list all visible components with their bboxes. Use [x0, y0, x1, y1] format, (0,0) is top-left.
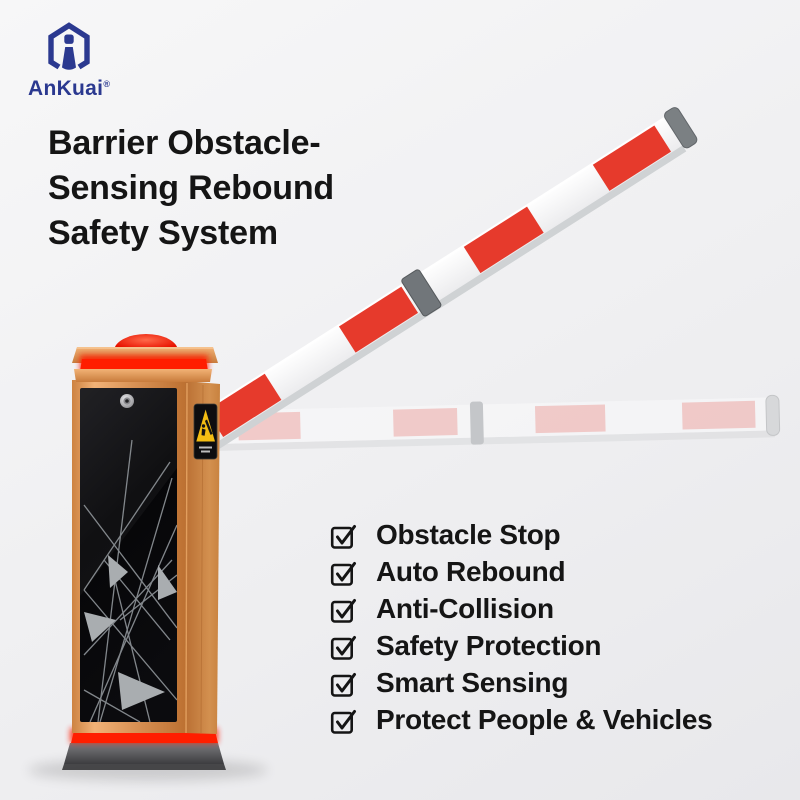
cabinet-base — [64, 743, 224, 764]
boom-arm-ghost-position — [214, 394, 781, 451]
list-item: Obstacle Stop — [330, 519, 712, 550]
brand-name: AnKuai — [28, 77, 104, 100]
feature-label: Obstacle Stop — [376, 519, 561, 550]
boom-arm-raised — [193, 107, 698, 452]
feature-checklist: Obstacle Stop Auto Rebound Anti-Collisio… — [330, 519, 713, 743]
feature-label: Anti-Collision — [376, 593, 554, 624]
title-line-3: Safety System — [48, 214, 278, 252]
feature-label: Auto Rebound — [376, 556, 566, 587]
registered-mark: ® — [103, 79, 111, 89]
checkbox-checked-icon — [330, 709, 356, 734]
ghost-arm-end-cap — [765, 394, 781, 436]
list-item: Smart Sensing — [330, 667, 712, 698]
ankuai-house-i-logo-icon — [48, 22, 90, 70]
ghost-arm-joint-collar — [469, 401, 484, 445]
top-beacon-dome — [114, 334, 178, 351]
list-item: Auto Rebound — [330, 556, 712, 587]
brand-text: AnKuai® — [28, 74, 110, 99]
feature-label: Smart Sensing — [376, 667, 569, 698]
checkbox-checked-icon — [330, 635, 356, 660]
checkbox-checked-icon — [330, 524, 356, 549]
boom-arm-end-cap — [664, 107, 698, 149]
checkbox-checked-icon — [330, 672, 356, 697]
checkbox-checked-icon — [330, 561, 356, 586]
list-item: Protect People & Vehicles — [330, 704, 713, 735]
panel-geometric-pattern — [80, 388, 177, 722]
brand-logo: AnKuai® — [28, 22, 110, 99]
warning-label — [193, 403, 218, 460]
bottom-led-strip — [71, 731, 218, 743]
boom-arm-joint-collar — [401, 269, 442, 317]
list-item: Safety Protection — [330, 630, 712, 661]
top-led-ring — [80, 359, 208, 371]
lock-keyhole — [120, 394, 134, 408]
feature-label: Safety Protection — [376, 630, 602, 661]
front-panel — [80, 388, 177, 722]
title-line-2: Sensing Rebound — [48, 169, 335, 207]
title-line-1: Barrier Obstacle- — [48, 124, 321, 162]
feature-label: Protect People & Vehicles — [376, 704, 713, 735]
barrier-cabinet — [28, 334, 268, 781]
checkbox-checked-icon — [330, 598, 356, 623]
list-item: Anti-Collision — [330, 593, 712, 624]
top-cap-assembly — [72, 334, 218, 382]
page-title: Barrier Obstacle- Sensing Rebound Safety… — [48, 121, 334, 256]
